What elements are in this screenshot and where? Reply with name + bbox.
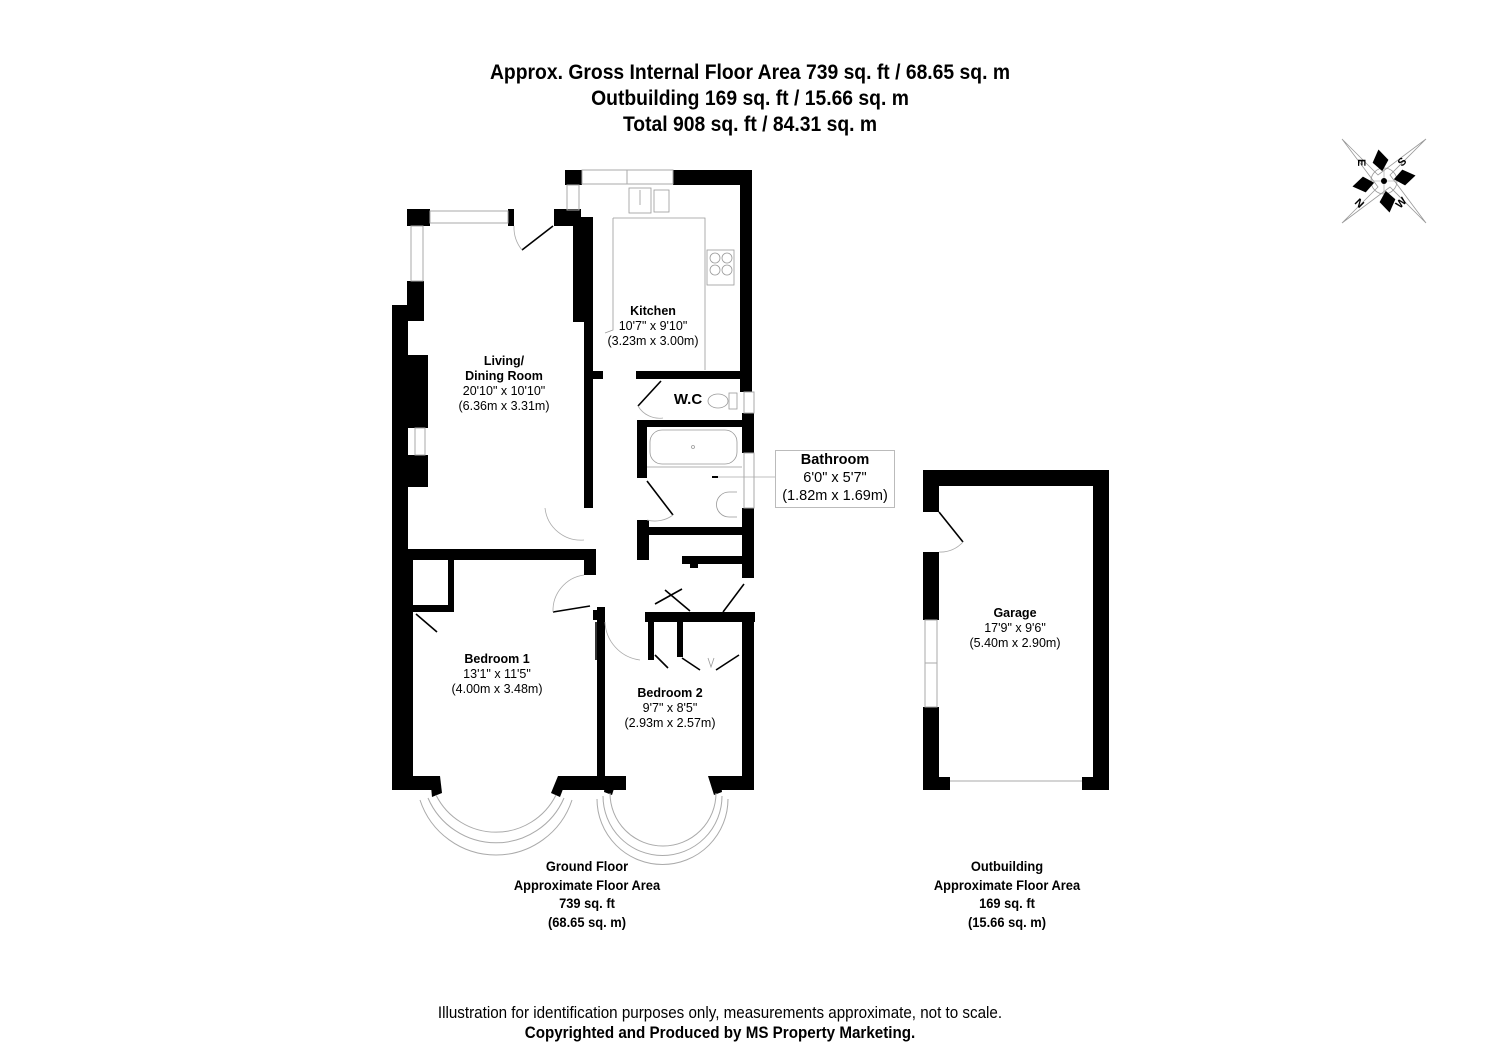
outbuilding-area-summary: Outbuilding Approximate Floor Area 169 s… [933,858,1081,930]
garage-walls [923,470,1109,790]
outbuilding-area-heading: Outbuilding 169 sq. ft / 15.66 sq. m [591,87,909,110]
ground-floor-walls [392,170,755,797]
total-area-heading: Total 908 sq. ft / 84.31 sq. m [622,113,878,136]
ground-floor-area-summary: Ground Floor Approximate Floor Area 739 … [513,858,661,930]
windows [410,169,755,865]
room-label-bedroom-2: Bedroom 2 9'7" x 8'5" (2.93m x 2.57m) [624,686,716,730]
compass-rose-icon: E S N W [1341,138,1427,224]
room-label-bathroom: Bathroom 6'0" x 5'7" (1.82m x 1.69m) [775,450,895,508]
doors [415,225,745,671]
disclaimer-text: Illustration for identification purposes… [437,1004,1003,1022]
room-label-garage: Garage 17'9" x 9'6" (5.40m x 2.90m) [969,606,1061,650]
svg-text:N: N [1352,197,1366,211]
room-label-living-dining: Living/ Dining Room 20'10" x 10'10" (6.3… [458,354,550,413]
copyright-text: Copyrighted and Produced by MS Property … [524,1024,916,1042]
garage-openings [924,511,1082,782]
svg-text:E: E [1355,159,1367,166]
room-label-kitchen: Kitchen 10'7" x 9'10" (3.23m x 3.00m) [607,304,699,348]
gross-area-heading: Approx. Gross Internal Floor Area 739 sq… [489,61,1011,84]
fixtures [604,187,742,669]
svg-text:W: W [1394,195,1410,211]
room-label-bedroom-1: Bedroom 1 13'1" x 11'5" (4.00m x 3.48m) [451,652,543,696]
room-label-wc: W.C [673,391,703,408]
